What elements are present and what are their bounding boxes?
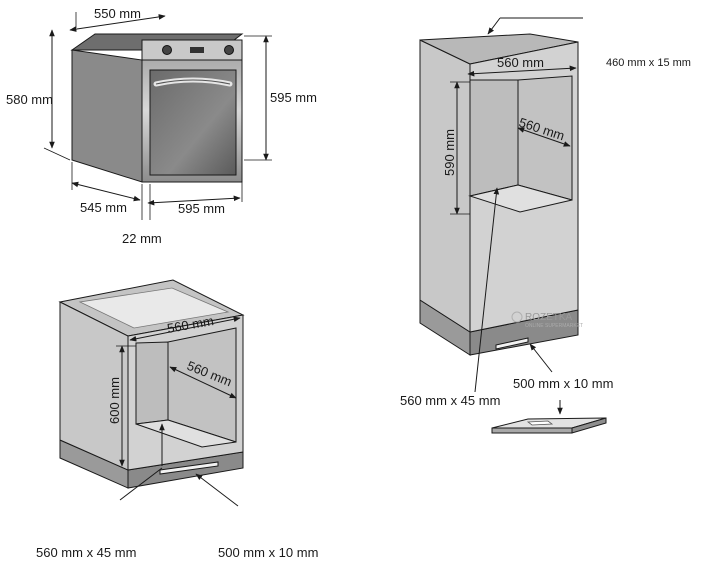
column-niche-width-label: 560 mm	[497, 55, 544, 70]
oven-height-label: 580 mm	[6, 92, 53, 107]
oven-display	[190, 47, 204, 53]
oven-handle-outline	[155, 79, 231, 85]
column-base-vent-label: 500 mm x 10 mm	[513, 376, 613, 391]
column-niche-width-dimension	[467, 65, 577, 77]
undercounter-cabinet-drawing: 560 mm 560 mm 600 mm 560 mm x 45 mm 500 …	[36, 279, 318, 560]
column-niche-height-label: 590 mm	[442, 129, 457, 176]
vent-plate-side	[571, 417, 607, 434]
oven-knob-right-icon	[224, 45, 234, 55]
oven-width-dimension	[69, 14, 166, 32]
watermark-logo-icon	[511, 311, 523, 323]
column-niche-back	[517, 75, 573, 201]
oven-knob-left-icon	[162, 45, 172, 55]
oven-depth-dimension	[71, 181, 141, 202]
undercounter-shelf-vent-leader	[119, 467, 163, 501]
undercounter-base-vent-slot	[159, 461, 219, 475]
watermark-tagline: ONLINE SUPERMARKET	[525, 323, 583, 329]
oven-depth-label: 545 mm	[80, 200, 127, 215]
column-cabinet-drawing: 460 mm x 15 mm 560 mm 560 mm 590 mm 560 …	[400, 17, 691, 434]
column-niche-depth-dimension	[517, 127, 571, 147]
top-vent-arrow	[487, 17, 501, 35]
oven-door-glass	[149, 69, 237, 176]
top-vent-label: 460 mm x 15 mm	[606, 57, 691, 69]
oven-drawing: 550 mm 580 mm 595 mm 545 mm 595 mm 22 mm	[6, 6, 317, 246]
column-base-vent-slot	[495, 337, 529, 350]
undercounter-niche-height-label: 600 mm	[107, 377, 122, 424]
oven-side-face	[71, 49, 143, 183]
oven-front-width-label: 595 mm	[178, 201, 225, 216]
oven-height-extension	[43, 147, 71, 161]
column-side-panel	[419, 39, 471, 333]
undercounter-shelf-vent-label: 560 mm x 45 mm	[36, 545, 136, 560]
column-base-vent-leader	[529, 343, 553, 373]
undercounter-niche-left-wall	[135, 341, 169, 425]
undercounter-niche-depth-dimension	[169, 366, 237, 399]
column-niche-left-wall	[469, 79, 519, 197]
column-shelf-vent-label: 560 mm x 45 mm	[400, 393, 500, 408]
oven-front-height-label: 595 mm	[270, 90, 317, 105]
undercounter-niche-width-dimension	[129, 316, 241, 342]
oven-front-width-dimension	[147, 195, 241, 206]
vent-plate-front	[491, 427, 573, 434]
vent-plate-slot	[526, 420, 554, 426]
undercounter-base-vent-leader	[195, 473, 239, 507]
oven-door-label: 22 mm	[122, 231, 162, 246]
undercounter-base-vent-label: 500 mm x 10 mm	[218, 545, 318, 560]
column-shelf-vent-leader	[474, 187, 500, 393]
oven-width-label: 550 mm	[94, 6, 141, 21]
watermark-brand: ROZETKA	[525, 312, 573, 323]
